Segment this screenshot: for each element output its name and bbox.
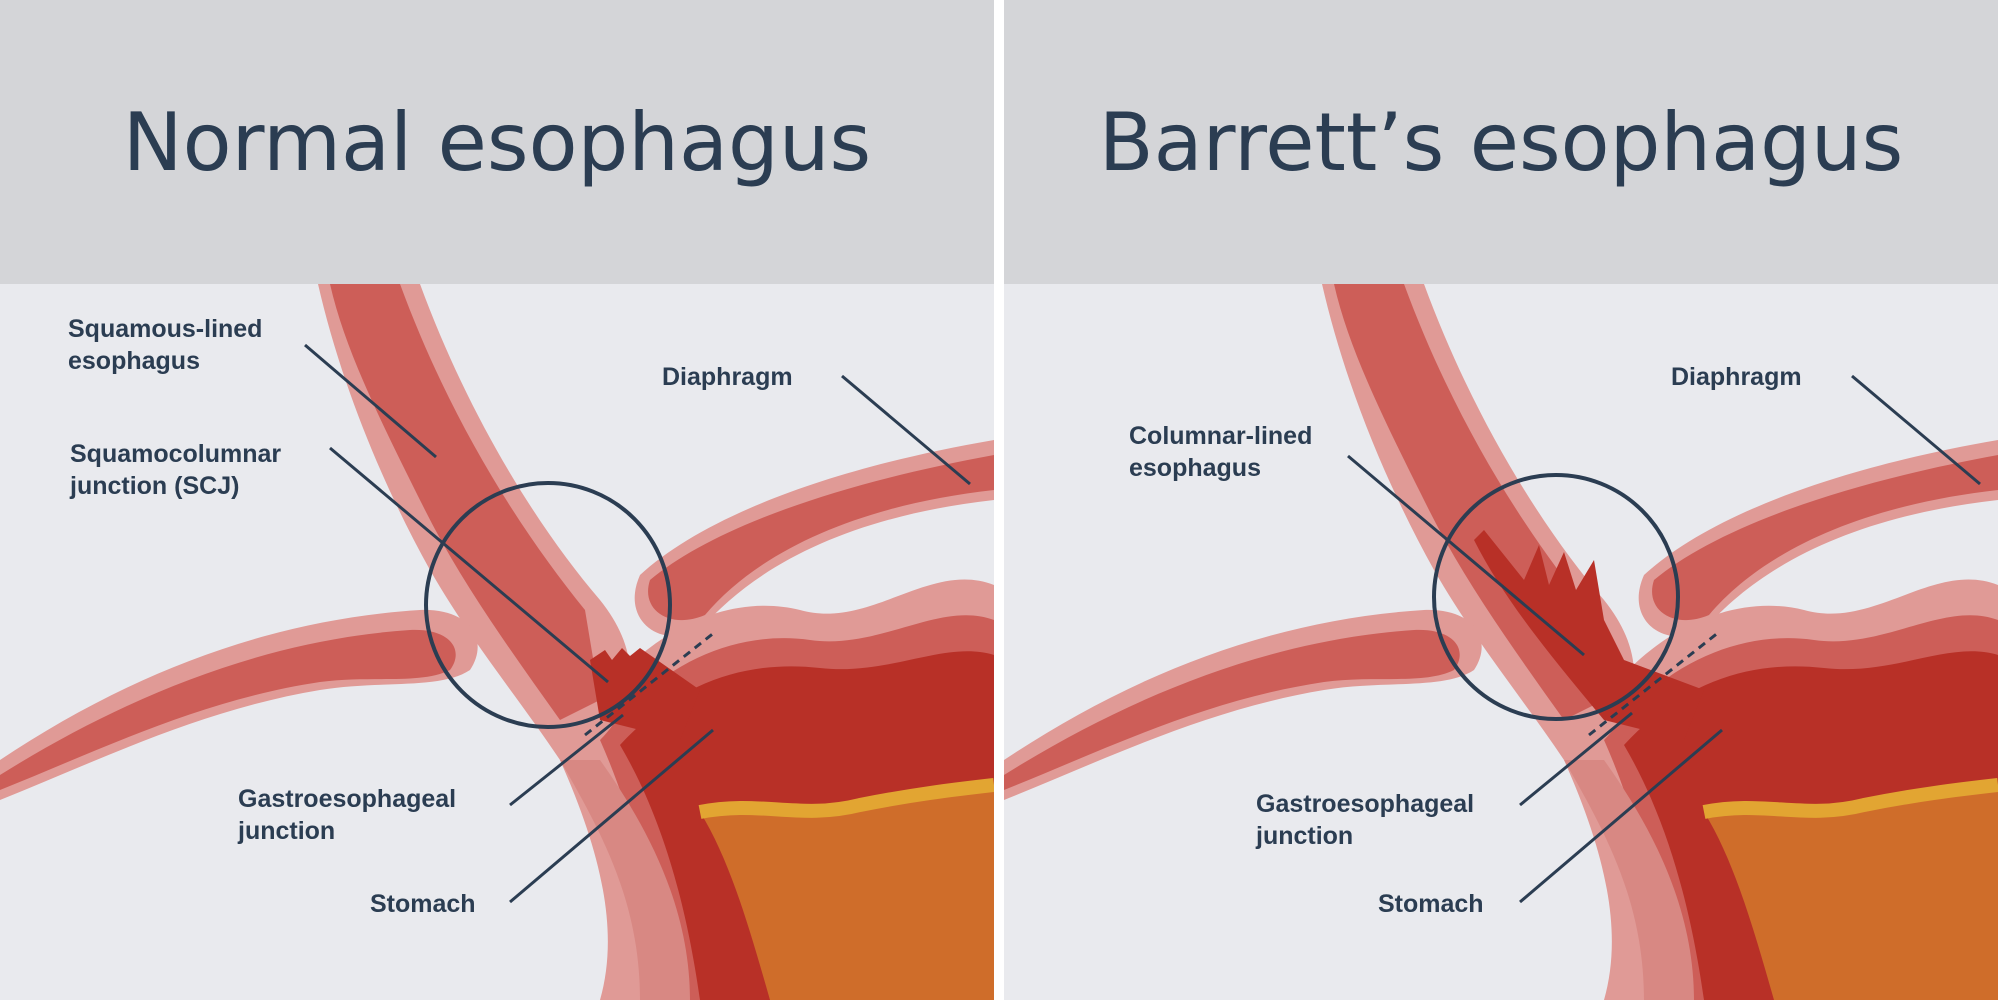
magnifier-circle [424,481,672,729]
barretts-esophagus-illustration [1004,284,1998,1000]
fat-layer [1702,778,1998,819]
fat-layer [698,778,994,819]
normal-esophagus-illustration [0,284,994,1000]
columnar-metaplasia [1474,530,1704,740]
diaphragm-right-muscle [1652,455,1998,621]
normal-esophagus-panel: Normal esophagus [0,0,994,1000]
leader-gej [509,713,624,807]
title-bar: Normal esophagus [0,0,994,284]
label-diaphragm: Diaphragm [1671,363,1802,391]
diaphragm-right-muscle [648,455,994,621]
label-stomach: Stomach [370,890,476,918]
leader-stomach [509,728,714,904]
label-stomach: Stomach [1378,890,1484,918]
panel-title: Normal esophagus [122,95,872,189]
leader-diaphragm [841,374,971,486]
leader-columnar [1347,454,1585,657]
leader-squamous [304,343,437,459]
esophagus-muscle [330,284,600,720]
lower-wall [1564,760,1694,1000]
scj-mucosa [590,648,700,740]
magnifier-circle [1432,473,1680,721]
lower-wall [560,760,690,1000]
label-diaphragm: Diaphragm [662,363,793,391]
stomach-contents [1704,785,1998,1000]
title-bar: Barrett’s esophagus [1004,0,1998,284]
leader-gej [1519,711,1633,807]
diaphragm-left-muscle [0,629,456,790]
diaphragm-left-muscle [1004,629,1460,790]
leader-stomach [1519,728,1723,904]
panel-title: Barrett’s esophagus [1098,95,1904,189]
leader-diaphragm [1851,374,1981,486]
stomach-contents [700,785,994,1000]
leader-scj [329,446,609,684]
